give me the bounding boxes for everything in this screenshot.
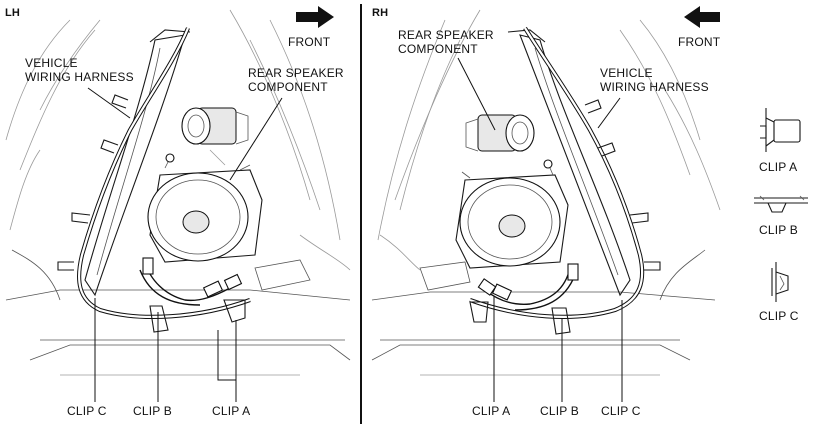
lh-connector-wiring [139, 257, 246, 333]
rh-front-label: FRONT [678, 35, 721, 49]
clip-b-shape [754, 195, 808, 213]
rh-trim-pillar [507, 29, 631, 297]
lh-clip-b-label: CLIP B [133, 404, 172, 418]
clip-a-shape [760, 108, 801, 152]
rh-motor-component [465, 114, 535, 152]
lh-clip-a-label: CLIP A [212, 404, 251, 418]
legend-clip-c-label: CLIP C [759, 309, 799, 323]
rh-clip-b-label: CLIP B [540, 404, 579, 418]
lh-leader-lines [87, 87, 283, 402]
lh-front-arrow [296, 6, 334, 28]
rh-connector-wiring [469, 263, 579, 335]
lh-speaker-label-line1: REAR SPEAKER [248, 66, 344, 80]
legend-clip-b-label: CLIP B [759, 223, 798, 237]
lh-harness-label-line1: VEHICLE [25, 56, 78, 70]
rh-panel [371, 6, 721, 402]
lh-body-linework [5, 9, 351, 376]
clip-legend [754, 108, 808, 302]
lh-speaker-label-line2: COMPONENT [248, 80, 328, 94]
rh-leader-lines [457, 57, 623, 402]
rh-speaker-label-line1: REAR SPEAKER [398, 28, 494, 42]
rh-front-arrow [684, 6, 720, 28]
lh-clip-c-label: CLIP C [67, 404, 107, 418]
rh-harness-label-line2: WIRING HARNESS [600, 80, 709, 94]
lh-harness-label-line2: WIRING HARNESS [25, 70, 134, 84]
rh-clip-c-label: CLIP C [601, 404, 641, 418]
lh-panel-tag: LH [5, 7, 21, 19]
rh-rear-speaker [455, 159, 569, 269]
lh-panel [5, 6, 351, 402]
clip-c-shape [771, 262, 789, 302]
rh-wiring-harness [469, 26, 661, 319]
lh-motor-component [181, 107, 249, 166]
rh-body-linework [371, 9, 721, 376]
lh-trim-pillar [84, 29, 191, 297]
lh-wiring-harness [57, 27, 251, 319]
lh-rear-speaker [147, 153, 263, 263]
lh-front-label: FRONT [288, 35, 331, 49]
rh-clip-a-label: CLIP A [472, 404, 511, 418]
legend-clip-a-label: CLIP A [759, 160, 798, 174]
rh-harness-label-line1: VEHICLE [600, 66, 653, 80]
rh-speaker-label-line2: COMPONENT [398, 42, 478, 56]
rh-panel-tag: RH [372, 7, 389, 19]
